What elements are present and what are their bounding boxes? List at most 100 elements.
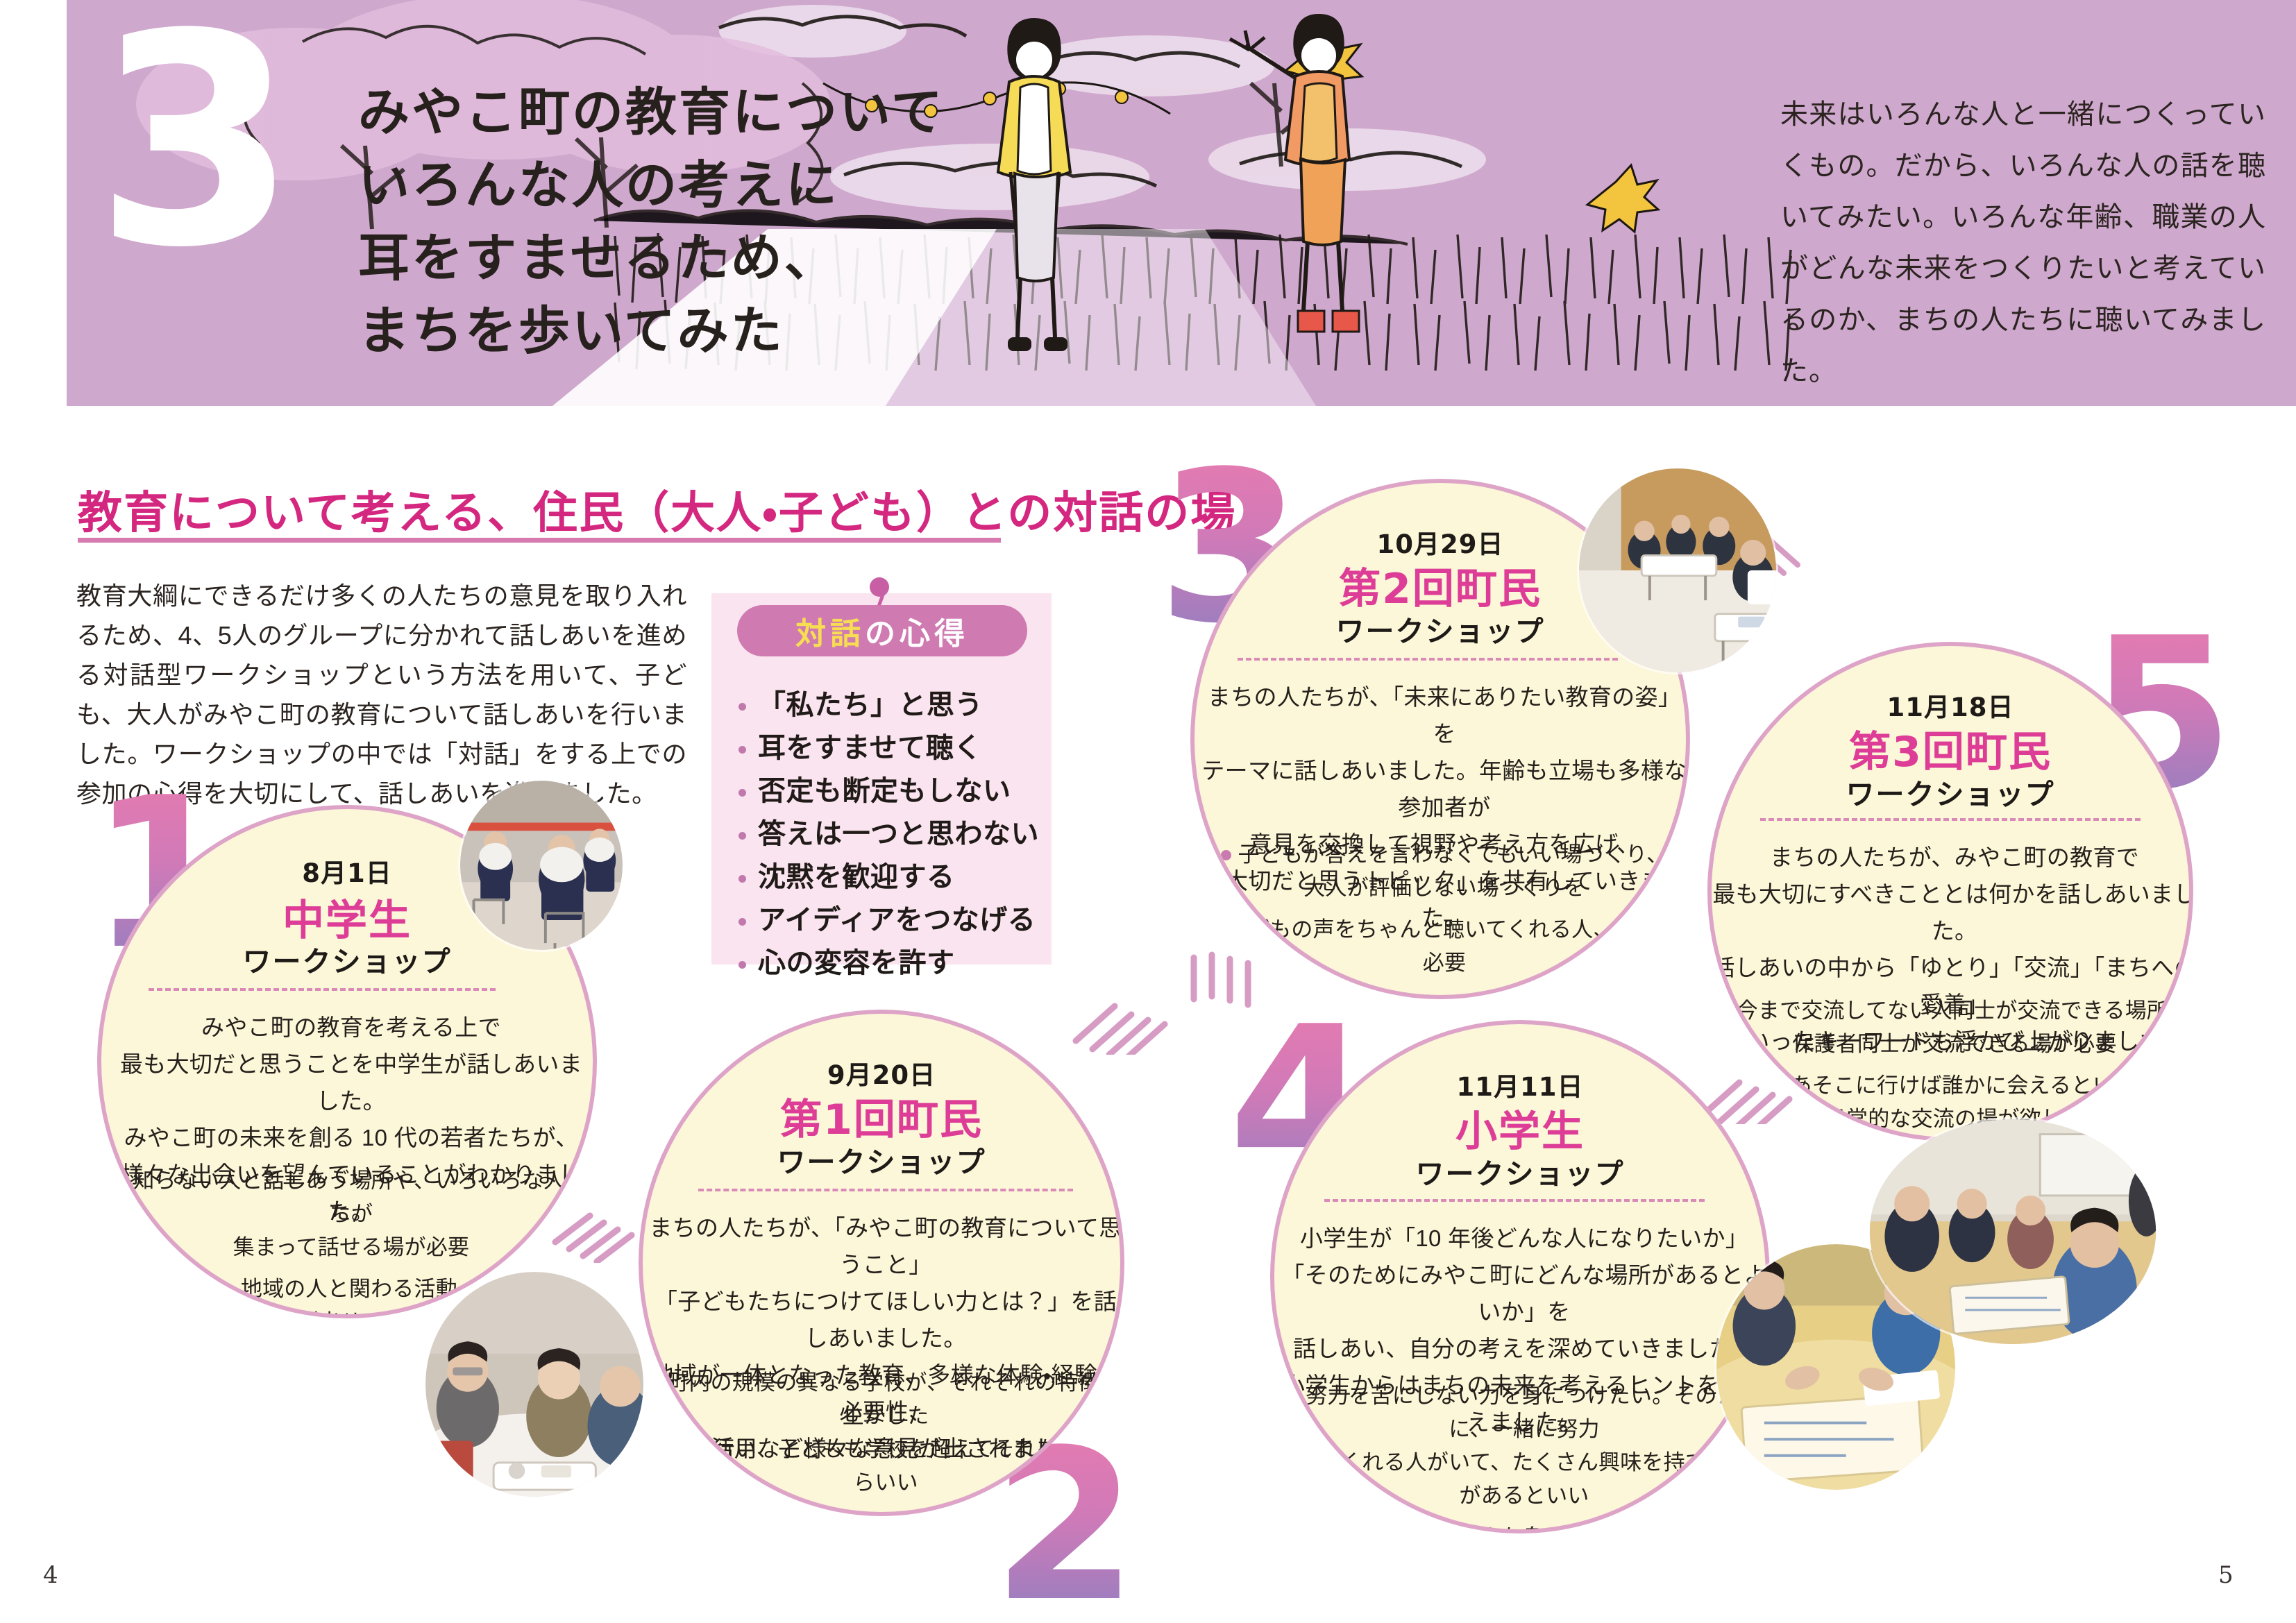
- workshop-date-1: 8月1日: [302, 858, 392, 888]
- pin-icon: [870, 577, 889, 597]
- body-line: まちの人たちが、「未来にありたい教育の姿」を: [1207, 684, 1682, 747]
- chapter-number: 3: [94, 0, 297, 312]
- list-item: 耳をすませて聴く: [736, 726, 1048, 770]
- header-band: 3 みやこ町の教育について いろんな人の考えに 耳をすませるため、 まちを歩いて…: [67, 0, 1817, 406]
- workshop-photo-1: [458, 779, 625, 952]
- connector-hatch-2-3: [1072, 1003, 1168, 1055]
- header-band-right: [1817, 0, 2296, 406]
- workshop-title-1: 中学生: [282, 897, 412, 945]
- list-item: 沈黙を歓迎する: [736, 856, 1048, 899]
- list-item: 答えは一つと思わない: [736, 813, 1048, 856]
- workshop-circle-1: 8月1日 中学生 ワークショップ みやこ町の教育を考える上で 最も大切だと思うこ…: [97, 805, 597, 1318]
- body-line: みやこ町の未来を創る 10 代の若者たちが、: [124, 1125, 579, 1150]
- section-rule: [78, 538, 1001, 543]
- workshop-title-2: 第1回町民: [780, 1096, 983, 1144]
- workshop-body-4: 小学生が「10 年後どんな人になりたいか」 「そのためにみやこ町にどんな場所があ…: [1277, 1220, 1767, 1441]
- body-line: まちの人たちが、「みやこ町の教育について思うこと」: [649, 1215, 1122, 1277]
- badge-accent-text: 対話: [795, 616, 865, 652]
- workshop-subtitle-1: ワークショップ: [242, 945, 452, 978]
- list-item: 知らない人と話しあう場所や、いろいろな人たちが 集まって話せる場が必要: [114, 1164, 589, 1264]
- list-item: 心の変容を許す: [736, 942, 1048, 985]
- bullet-dot-icon: [650, 1378, 661, 1388]
- page-number-right: 5: [2218, 1561, 2234, 1589]
- body-line: 話しあい、自分の考えを深めていきました。: [1293, 1336, 1755, 1361]
- body-line: 「そのためにみやこ町にどんな場所があるとよいか」を: [1281, 1262, 1767, 1325]
- body-line: 最も大切にすべきこととは何かを話しあいました。: [1712, 881, 2193, 944]
- workshop-subtitle-4: ワークショップ: [1415, 1157, 1625, 1191]
- illustration-person-right: [1229, 14, 1360, 333]
- section-heading: 教育について考える、住民（大人・子ども）との対話の場: [78, 488, 1237, 539]
- list-item: 今まで交流してない人同士が交流できる場所、 保護者同士が交流できる場が必要: [1714, 994, 2189, 1061]
- bullet-dot-icon: [1208, 925, 1219, 935]
- bullet-dot-icon: [1773, 1081, 1784, 1091]
- body-line: 「子どもたちにつけてほしい力とは？」を話しあいました。: [655, 1289, 1117, 1351]
- workshop-photo-3: [1577, 466, 1778, 674]
- body-line: といったキーワードも浮かび上がりました。: [1723, 1028, 2186, 1054]
- workshop-subtitle-3: ワークショップ: [1335, 615, 1545, 648]
- connector-hatch-4-5: [1697, 1079, 1793, 1124]
- connector-hatch-3-4: [1190, 951, 1251, 1008]
- body-line: 地域が一体となった教育、多様な体験・経験の必要性、: [650, 1362, 1121, 1425]
- workshop-body-2: まちの人たちが、「みやこ町の教育について思うこと」 「子どもたちにつけてほしい力…: [648, 1209, 1122, 1467]
- workshop-body-3: まちの人たちが、「未来にありたい教育の姿」を テーマに話しあいました。年齢も立場…: [1200, 679, 1687, 936]
- workshop-divider-3: [1238, 658, 1618, 661]
- workshop-bullets-1: 知らない人と話しあう場所や、いろいろな人たちが 集まって話せる場が必要 地域の人…: [114, 1164, 589, 1314]
- chapter-title-line-2: いろんな人の考えに: [358, 155, 839, 215]
- bullet-dot-icon: [115, 1176, 126, 1187]
- workshop-date-3: 10月29日: [1376, 529, 1504, 559]
- list-item: 「私たち」と思う: [736, 683, 1048, 726]
- list-item: あそこに行けば誰かに会えるという 日常的な交流の場が欲しい: [1714, 1069, 2189, 1136]
- workshop-date-4: 11月11日: [1456, 1072, 1584, 1102]
- body-line: 最も大切だと思うことを中学生が話しあいました。: [120, 1051, 582, 1114]
- bullet-dot-icon: [1719, 1006, 1730, 1017]
- list-item: 人を支えるやさしさを身につけたい。そのために、 誰でも出入りできる施設のような場…: [1276, 1521, 1766, 1529]
- workshop-date-2: 9月20日: [827, 1060, 936, 1090]
- header-illustration: [136, 0, 1792, 406]
- workshop-circle-5: 11月18日 第3回町民 ワークショップ まちの人たちが、みやこ町の教育で 最も…: [1707, 642, 2193, 1141]
- connector-hatch-1-2: [552, 1212, 635, 1263]
- workshop-divider-1: [149, 988, 496, 991]
- dialogue-principles-list: 「私たち」と思う 耳をすませて聴く 否定も断定もしない 答えは一つと思わない 沈…: [736, 683, 1048, 985]
- body-line: 様々な出会いを望んでいることがわかりました。: [120, 1162, 582, 1224]
- workshop-circle-2: 9月20日 第1回町民 ワークショップ まちの人たちが、「みやこ町の教育について…: [639, 1010, 1124, 1516]
- body-line: 話しあいの中から「ゆとり」「交流」「まちへの愛着」: [1712, 955, 2193, 1017]
- bullet-dot-icon: [223, 1284, 234, 1295]
- dialogue-principles-badge: 対話の心得: [737, 605, 1027, 656]
- chapter-title-line-1: みやこ町の教育について: [358, 83, 945, 142]
- workshop-body-5: まちの人たちが、みやこ町の教育で 最も大切にすべきこととは何かを話しあいました。…: [1712, 839, 2193, 1060]
- list-item: 努力を苦にしない力を身につけたい。そのために、一緒に努力 をしてくれる人がいて、…: [1276, 1384, 1770, 1508]
- workshop-body-1: みやこ町の教育を考える上で 最も大切だと思うことを中学生が話しあいました。 みや…: [118, 1009, 584, 1230]
- list-item: 子どもの声をちゃんと聴いてくれる人、場所が必要: [1200, 913, 1686, 980]
- body-line: ICT 活用など様々な意見が出されました。: [667, 1436, 1104, 1461]
- list-item: 町内の規模の異なる学校が、それぞれの特徴を生かした 教育を行い、子どもも学校を超…: [648, 1370, 1123, 1495]
- workshop-subtitle-2: ワークショップ: [777, 1146, 986, 1179]
- badge-rest-text: の心得: [865, 616, 969, 652]
- workshop-divider-5: [1760, 818, 2141, 821]
- workshop-photo-2: [423, 1270, 645, 1499]
- workshop-circle-4: 11月11日 小学生 ワークショップ 小学生が「10 年後どんな人になりたいか」…: [1270, 1020, 1770, 1533]
- workshop-title-5: 第3回町民: [1849, 728, 2052, 776]
- bullet-dot-icon: [1220, 850, 1231, 860]
- workshop-divider-4: [1324, 1199, 1705, 1202]
- workshop-bullets-4: 努力を苦にしない力を身につけたい。そのために、一緒に努力 をしてくれる人がいて、…: [1276, 1379, 1770, 1529]
- page-number-left: 4: [43, 1561, 58, 1589]
- bullet-dot-icon: [1288, 1391, 1299, 1402]
- chapter-title-line-4: まちを歩いてみた: [358, 301, 784, 361]
- chapter-lead-paragraph: 未来はいろんな人と一緒につくっていくもの。だから、いろんな人の話を聴いてみたい。…: [1780, 99, 2266, 386]
- workshop-title-4: 小学生: [1455, 1107, 1585, 1156]
- list-item: オンラインを利用して、住んでいる場所に 関わらず、多様な学びを受けられるように: [1200, 988, 1686, 995]
- workshop-divider-2: [698, 1189, 1073, 1191]
- body-line: みやこ町の教育を考える上で: [201, 1014, 501, 1040]
- list-item: 子どもが答えを言わなくてもいい場づくり、 大人が評価しない場づくりを: [1200, 838, 1686, 905]
- workshop-bullets-3: 子どもが答えを言わなくてもいい場づくり、 大人が評価しない場づくりを 子どもの声…: [1200, 838, 1686, 995]
- body-line: 意見を交換して視野や考え方を広げ、: [1249, 831, 1640, 857]
- list-item: 地域の人と関わる活動、 自分らしさが出せる活動がしたい: [114, 1273, 589, 1314]
- illustration-person-left: [996, 18, 1072, 351]
- workshop-photo-5: [1867, 1117, 2159, 1346]
- workshop-title-3: 第2回町民: [1339, 565, 1542, 613]
- body-line: 小学生からはまちの未来を考えるヒントをもらえました。: [1281, 1373, 1767, 1435]
- body-line: 「大切だと思うトピック」を共有していきました。: [1201, 868, 1687, 931]
- list-item: 否定も断定もしない: [736, 770, 1048, 813]
- list-item: アイディアをつなげる: [736, 899, 1048, 942]
